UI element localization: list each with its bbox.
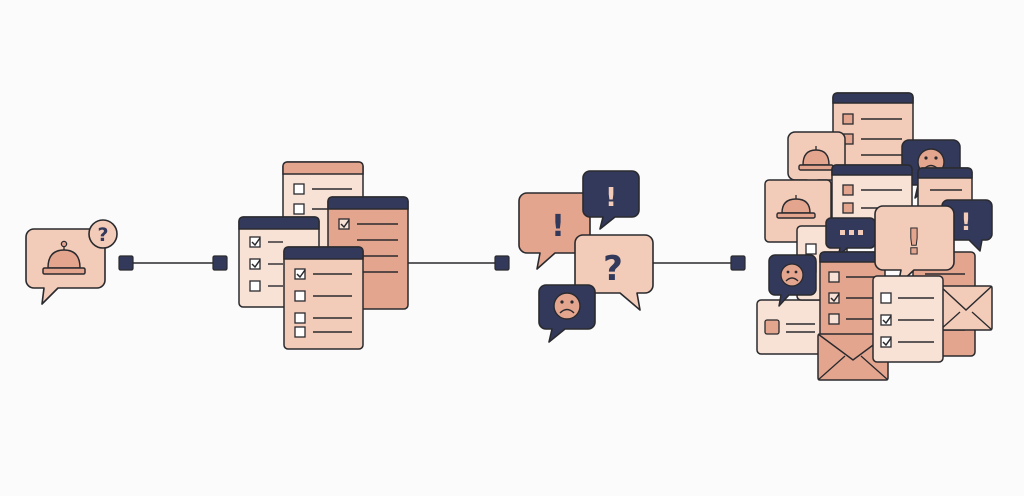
connector-node [494, 255, 510, 271]
stage-overflow-pile: ! [756, 92, 993, 381]
exclaim-glyph: ! [551, 209, 565, 244]
exclaim-bubble-icon: ! [874, 205, 955, 286]
exclaim-bubble-icon: ! [518, 192, 591, 270]
stage-mixed-messages: ! ! ? [518, 170, 654, 343]
exclaim-glyph: ! [906, 222, 922, 263]
connector-node [212, 255, 228, 271]
connector-1 [118, 255, 228, 271]
sad-face-bubble-icon [538, 284, 596, 343]
checklist-document-icon [283, 246, 364, 350]
connector-3 [652, 255, 746, 271]
exclaim-glyph: ! [605, 183, 617, 213]
question-badge-icon: ? [88, 219, 118, 249]
exclaim-bubble-dark-icon: ! [582, 170, 640, 230]
sad-face-bubble-icon [768, 254, 817, 307]
profile-card-icon [756, 299, 826, 355]
connector-node [730, 255, 746, 271]
checklist-document-icon [872, 275, 944, 363]
question-mark-glyph: ? [97, 224, 108, 246]
service-bell-bubble-icon [25, 228, 106, 305]
envelope-icon [939, 285, 993, 331]
question-mark-glyph: ? [603, 249, 623, 289]
stage-single-request: ? [25, 219, 118, 305]
connector-node [118, 255, 134, 271]
exclaim-glyph: ! [961, 208, 972, 236]
connector-2 [408, 255, 510, 271]
stage-checklist-forms [238, 161, 409, 350]
